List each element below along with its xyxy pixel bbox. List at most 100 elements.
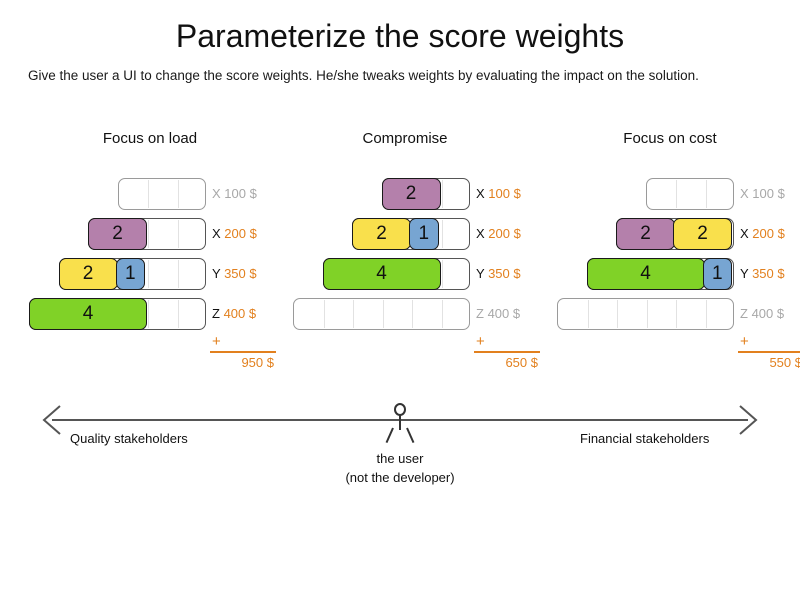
column-total: +650 $: [474, 333, 540, 370]
weight-slider-row[interactable]: 4: [322, 258, 470, 290]
row-amount: 100 $: [488, 186, 521, 201]
row-amount: 200 $: [488, 226, 521, 241]
column-total: +550 $: [738, 333, 800, 370]
slot-divider: [646, 300, 648, 328]
slot-divider: [441, 300, 443, 328]
row-amount: 200 $: [224, 226, 257, 241]
weight-slider-row[interactable]: [117, 178, 206, 210]
weight-slider-row[interactable]: 2: [88, 218, 206, 250]
weight-segment[interactable]: 4: [586, 258, 705, 290]
column-header: Compromise: [362, 130, 448, 147]
row-amount: 350 $: [488, 266, 521, 281]
row-key: Z: [740, 306, 748, 321]
weight-slider-track[interactable]: [645, 178, 734, 210]
weight-segment[interactable]: 4: [29, 298, 147, 330]
row-amount: 100 $: [752, 186, 785, 201]
weight-slider-row[interactable]: 2: [381, 178, 470, 210]
slot-divider: [441, 180, 443, 208]
slot-divider: [148, 300, 149, 328]
row-amount: 400 $: [223, 306, 257, 321]
total-value: 550 $: [769, 354, 800, 370]
weight-segment[interactable]: 2: [381, 178, 441, 210]
weight-segments[interactable]: 4: [29, 298, 147, 330]
slot-divider: [323, 300, 325, 328]
axis-arrow-right-icon: [739, 405, 758, 435]
weight-segment[interactable]: 2: [352, 218, 411, 250]
total-plus-sign: +: [476, 333, 485, 350]
page-subtitle: Give the user a UI to change the score w…: [28, 68, 699, 83]
row-key: Y: [212, 266, 221, 281]
slot-divider: [177, 300, 179, 328]
weight-slider-track[interactable]: [293, 298, 470, 330]
weight-segments[interactable]: 4: [322, 258, 441, 290]
weight-segment[interactable]: 2: [58, 258, 118, 290]
total-plus-sign: +: [212, 333, 221, 350]
weight-slider-row[interactable]: [293, 298, 470, 330]
weight-segment[interactable]: 1: [409, 218, 439, 250]
total-rule: [474, 351, 540, 353]
row-key: X: [476, 186, 485, 201]
slot-divider: [177, 220, 179, 248]
slot-divider: [148, 260, 149, 288]
weight-slider-track[interactable]: [557, 298, 734, 330]
row-cost-label: Y 350 $: [212, 266, 257, 281]
weight-slider-row[interactable]: 4: [29, 298, 206, 330]
total-rule: [738, 351, 800, 353]
row-amount: 350 $: [752, 266, 785, 281]
row-cost-label: Z 400 $: [740, 306, 784, 321]
row-cost-label: Y 350 $: [476, 266, 521, 281]
slot-divider: [353, 300, 354, 328]
slot-divider: [148, 220, 149, 248]
row-key: Z: [212, 306, 220, 321]
row-key: X: [740, 186, 749, 201]
slot-divider: [441, 260, 443, 288]
slot-divider: [148, 180, 149, 208]
row-amount: 200 $: [752, 226, 785, 241]
total-rule: [210, 351, 276, 353]
user-figure-leg-left-icon: [385, 427, 394, 444]
row-cost-label: X 100 $: [212, 186, 257, 201]
column-header: Focus on load: [102, 130, 198, 147]
slot-divider: [705, 180, 707, 208]
weight-segment[interactable]: 1: [702, 258, 732, 290]
row-cost-label: X 100 $: [476, 186, 521, 201]
row-cost-label: X 100 $: [740, 186, 785, 201]
total-plus-sign: +: [740, 333, 749, 350]
weight-slider-row[interactable]: [645, 178, 734, 210]
weight-segment[interactable]: 2: [673, 218, 732, 250]
row-key: X: [740, 226, 749, 241]
total-value: 950 $: [241, 354, 274, 370]
slot-divider: [177, 180, 179, 208]
weight-segments[interactable]: 2: [381, 178, 441, 210]
row-amount: 100 $: [224, 186, 257, 201]
slot-divider: [676, 180, 677, 208]
slot-divider: [587, 300, 589, 328]
row-key: X: [476, 226, 485, 241]
user-figure-leg-right-icon: [406, 427, 415, 444]
slot-divider: [382, 300, 384, 328]
total-value: 650 $: [505, 354, 538, 370]
weight-segment[interactable]: 1: [115, 258, 145, 290]
weight-segments[interactable]: 2: [88, 218, 147, 250]
weight-segment[interactable]: 2: [616, 218, 675, 250]
weight-slider-row[interactable]: [557, 298, 734, 330]
row-amount: 400 $: [751, 306, 785, 321]
weight-segment[interactable]: 4: [322, 258, 441, 290]
row-cost-label: Z 400 $: [212, 306, 256, 321]
axis-label-right: Financial stakeholders: [580, 431, 710, 446]
row-amount: 400 $: [487, 306, 521, 321]
row-cost-label: X 200 $: [740, 226, 785, 241]
weight-slider-track[interactable]: [117, 178, 206, 210]
weight-segment[interactable]: 2: [88, 218, 147, 250]
row-cost-label: Y 350 $: [740, 266, 785, 281]
slot-divider: [441, 220, 443, 248]
